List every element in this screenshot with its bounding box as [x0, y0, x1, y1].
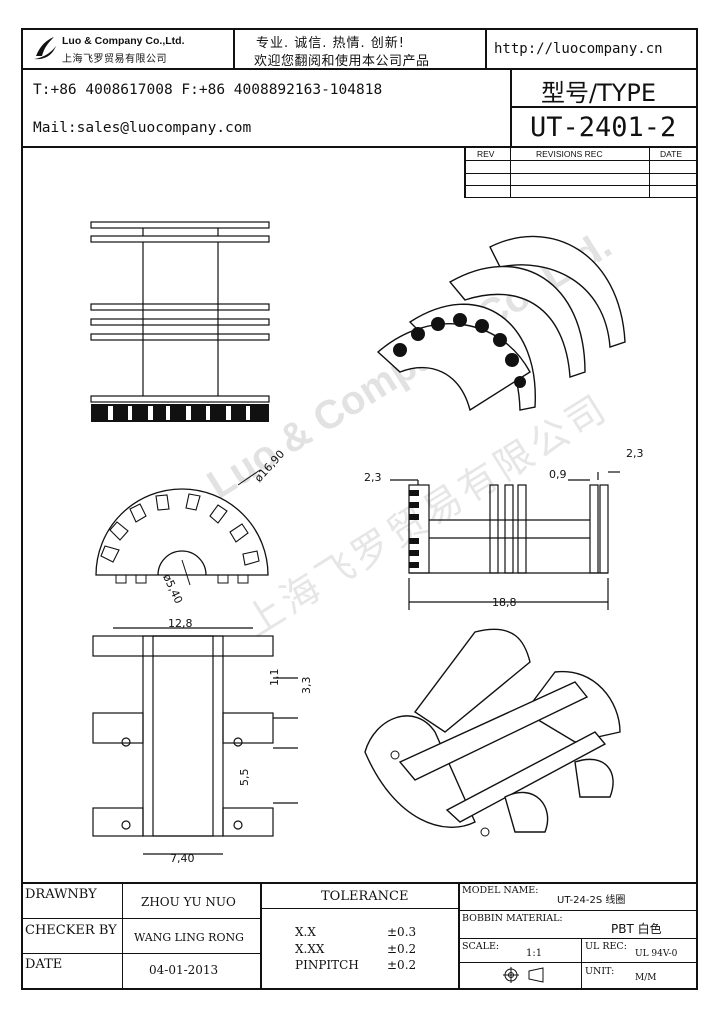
tol-xx-label: X.X — [295, 925, 316, 939]
dim-right-2-3: 2,3 — [626, 447, 644, 460]
mail-address[interactable]: Mail:sales@luocompany.com — [33, 120, 252, 136]
tol-pin-value: ±0.2 — [387, 958, 417, 972]
slogan-line2: 欢迎您翻阅和使用本公司产品 — [254, 54, 430, 69]
dim-length-18-8: 18,8 — [492, 596, 517, 609]
dim-width-12-8: 12,8 — [168, 617, 193, 630]
tol-xx-value: ±0.3 — [387, 925, 417, 939]
dim-7-40: 7,40 — [170, 852, 195, 865]
revisions-col-header: REVISIONS REC — [536, 149, 603, 159]
dim-left-2-3: 2,3 — [364, 471, 382, 484]
drawnby-label: DRAWNBY — [25, 887, 97, 902]
phone-fax: T:+86 4008617008 F:+86 4008892163-104818 — [33, 82, 383, 98]
bobbin-label: BOBBIN MATERIAL: — [462, 913, 563, 924]
side-profile-drawing — [390, 471, 620, 610]
rev-col-header: REV — [477, 149, 495, 159]
type-label: 型号/TYPE — [541, 79, 657, 107]
dim-5-5: 5,5 — [238, 768, 251, 787]
company-name-en: Luo & Company Co.,Ltd. — [62, 35, 185, 47]
slogan-line1: 专业. 诚信. 热情. 创新! — [256, 36, 406, 51]
date-value: 04-01-2013 — [149, 963, 219, 977]
date-label: DATE — [25, 957, 63, 972]
date-col-header: DATE — [660, 149, 683, 159]
header-divider — [21, 68, 698, 70]
model-name-label: MODEL NAME: — [462, 885, 539, 896]
front-view-drawing — [95, 469, 269, 586]
checker-value: WANG LING RONG — [134, 931, 244, 944]
unit-label: UNIT: — [585, 966, 615, 977]
isometric-view-bottom — [364, 628, 621, 837]
ul-label: UL REC: — [585, 941, 627, 952]
dim-0-9: 0,9 — [549, 468, 567, 481]
scale-label: SCALE: — [462, 941, 500, 952]
tol-pin-label: PINPITCH — [295, 958, 359, 972]
bottom-view-drawing — [92, 627, 298, 855]
revisions-table: REV REVISIONS REC DATE — [464, 147, 698, 198]
scale-value: 1:1 — [526, 948, 543, 959]
projection-symbol-icon — [503, 967, 544, 983]
dim-3-3: 3,3 — [300, 676, 313, 695]
side-view-drawing — [90, 221, 270, 422]
model-name-value: UT-24-2S 线圈 — [557, 895, 626, 906]
model-number: UT-2401-2 — [530, 112, 677, 143]
company-name-cn: 上海飞罗贸易有限公司 — [62, 54, 167, 65]
checker-label: CHECKER BY — [25, 923, 117, 938]
website-link[interactable]: http://luocompany.cn — [494, 41, 663, 57]
logo-icon — [34, 37, 56, 60]
tol-xxx-value: ±0.2 — [387, 942, 417, 956]
drawing-frame — [21, 28, 698, 990]
isometric-view-top — [376, 235, 626, 412]
title-block: DRAWNBY ZHOU YU NUO CHECKER BY WANG LING… — [21, 882, 698, 990]
bobbin-value: PBT 白色 — [611, 922, 662, 936]
unit-value: M/M — [635, 973, 657, 983]
tolerance-label: TOLERANCE — [321, 889, 409, 904]
dim-1-1: 1,1 — [268, 668, 281, 687]
tol-xxx-label: X.XX — [295, 942, 325, 956]
drawnby-value: ZHOU YU NUO — [141, 895, 236, 909]
ul-value: UL 94V-0 — [635, 949, 678, 959]
